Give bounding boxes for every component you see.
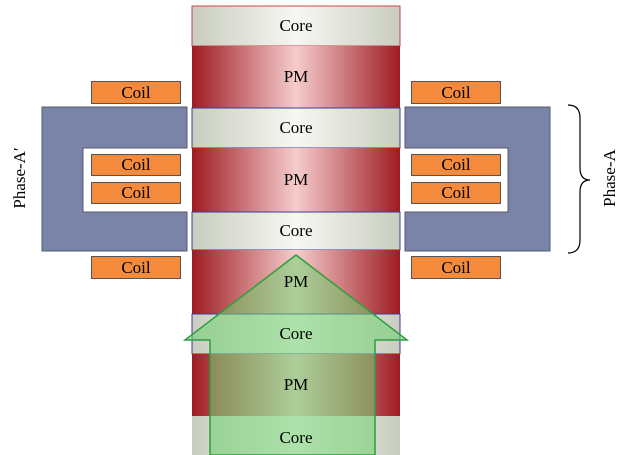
- phase-left-label: Phase-A′: [10, 147, 29, 209]
- coil-right-bottom: Coil: [411, 256, 501, 279]
- up-arrow-icon: [182, 254, 410, 455]
- pm-segment: [192, 148, 400, 212]
- core-segment: [191, 211, 401, 251]
- phase-bracket: [567, 104, 591, 254]
- coil-left-mid-1: Coil: [91, 154, 181, 176]
- core-segment: [191, 107, 401, 149]
- coil-right-mid-2: Coil: [411, 182, 501, 204]
- coil-right-top: Coil: [411, 81, 501, 104]
- core-segment: [191, 5, 401, 47]
- coil-left-bottom: Coil: [91, 256, 181, 279]
- stator-right: [404, 106, 551, 252]
- phase-right-label: Phase-A: [600, 149, 619, 207]
- coil-right-mid-1: Coil: [411, 154, 501, 176]
- coil-left-mid-2: Coil: [91, 182, 181, 204]
- coil-left-top: Coil: [91, 81, 181, 104]
- stator-left: [41, 106, 188, 252]
- pm-segment: [192, 46, 400, 108]
